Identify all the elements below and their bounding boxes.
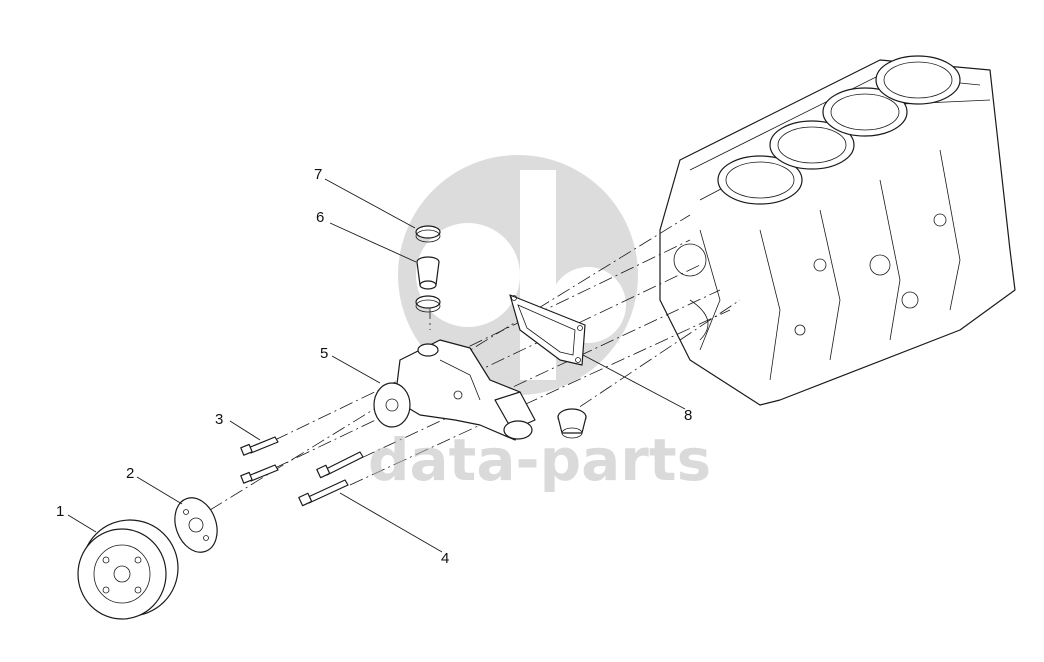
assembly-lines (209, 214, 741, 511)
callout-1: 1 (56, 503, 64, 520)
hose-clamps (415, 225, 441, 313)
engine-block (659, 55, 1016, 406)
callout-2: 2 (126, 465, 134, 482)
callout-7: 7 (314, 166, 322, 183)
water-pump (373, 339, 536, 441)
gasket (509, 294, 586, 366)
bolts-short (240, 436, 279, 484)
callout-5: 5 (320, 345, 328, 362)
leader-lines (67, 178, 686, 553)
bolts-long (298, 451, 364, 507)
callout-8: 8 (684, 407, 692, 424)
watermark-text: data-parts (368, 426, 711, 494)
callout-6: 6 (316, 209, 324, 226)
hub-flange (174, 497, 218, 553)
callout-3: 3 (215, 411, 223, 428)
pulley (77, 519, 179, 620)
bypass-hose (416, 256, 440, 290)
sleeve (557, 408, 587, 439)
watermark-logo (398, 155, 638, 395)
callout-4: 4 (441, 550, 449, 567)
